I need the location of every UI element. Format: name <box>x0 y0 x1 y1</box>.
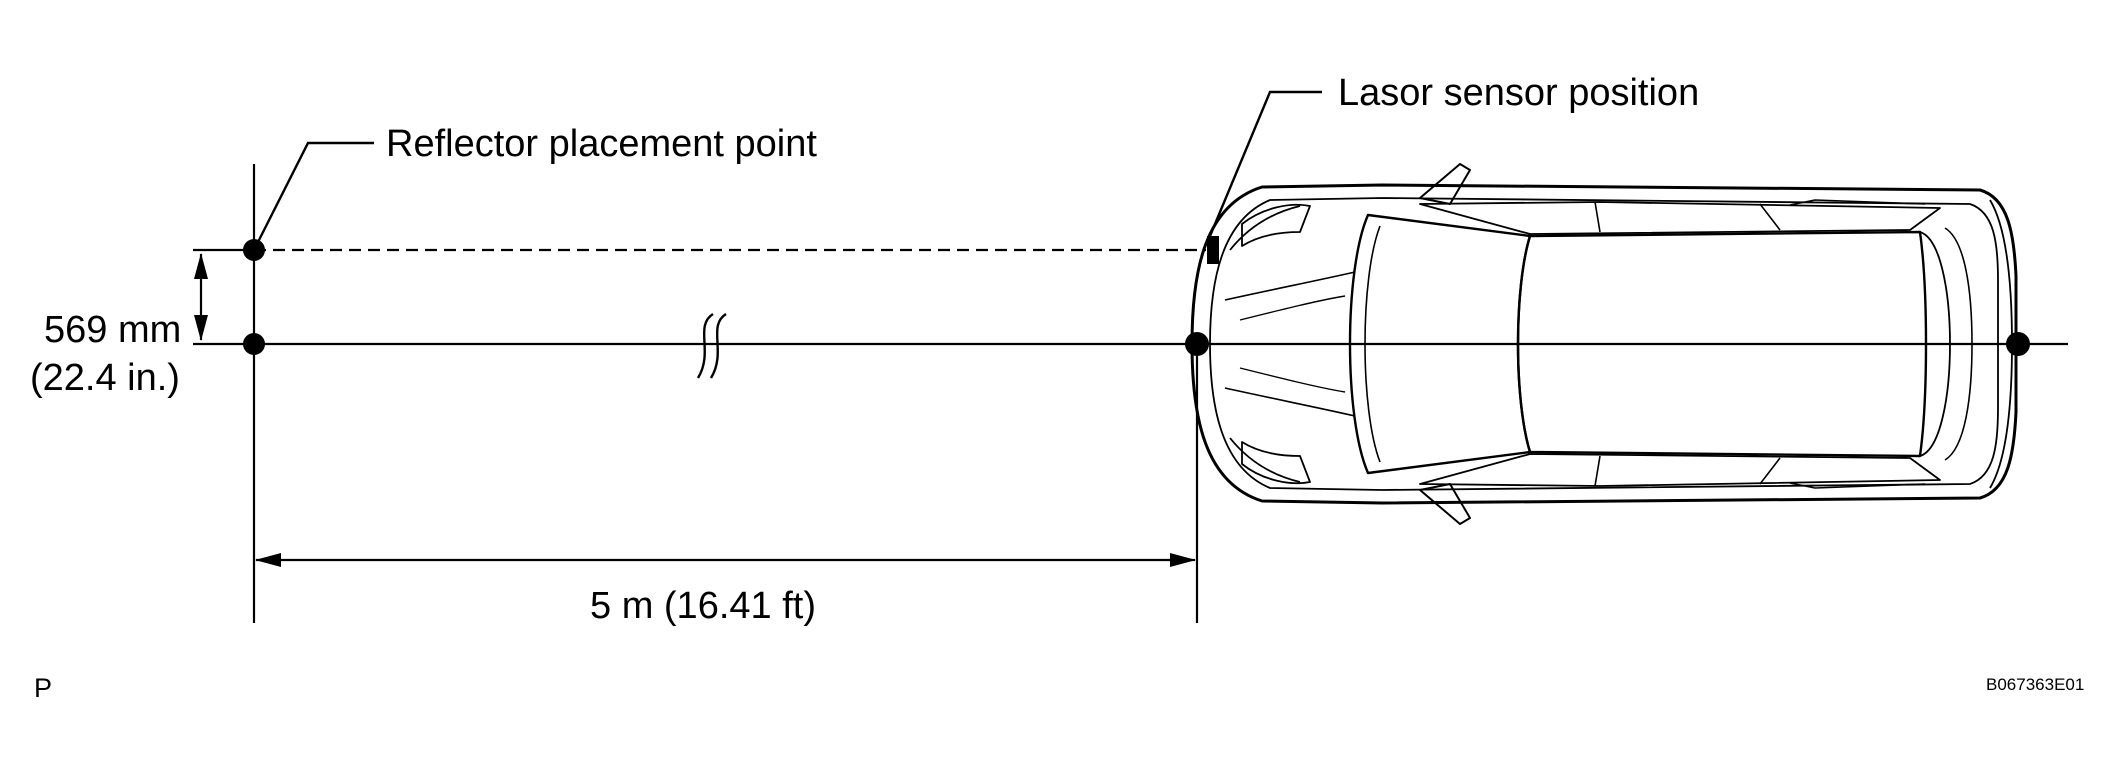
vehicle-front-center-dot <box>1185 332 1209 356</box>
laser-sensor-label: Lasor sensor position <box>1338 72 1699 114</box>
offset-mm-label: 569 mm <box>44 309 181 351</box>
offset-in-label: (22.4 in.) <box>30 357 180 399</box>
distance-label: 5 m (16.41 ft) <box>590 585 816 627</box>
line-break-symbol <box>696 312 727 379</box>
reflector-point-label: Reflector placement point <box>386 123 817 165</box>
corner-letter: P <box>34 673 52 703</box>
vehicle-rear-center-dot <box>2006 332 2030 356</box>
laser-sensor-marker <box>1207 236 1219 264</box>
reflector-point-dot <box>243 239 265 261</box>
reflector-center-dot <box>243 333 265 355</box>
vehicle-top-view <box>1190 163 2018 525</box>
reflector-leader-line <box>254 141 374 247</box>
figure-code: B067363E01 <box>1986 675 2084 694</box>
sensor-leader-line <box>1208 90 1322 237</box>
